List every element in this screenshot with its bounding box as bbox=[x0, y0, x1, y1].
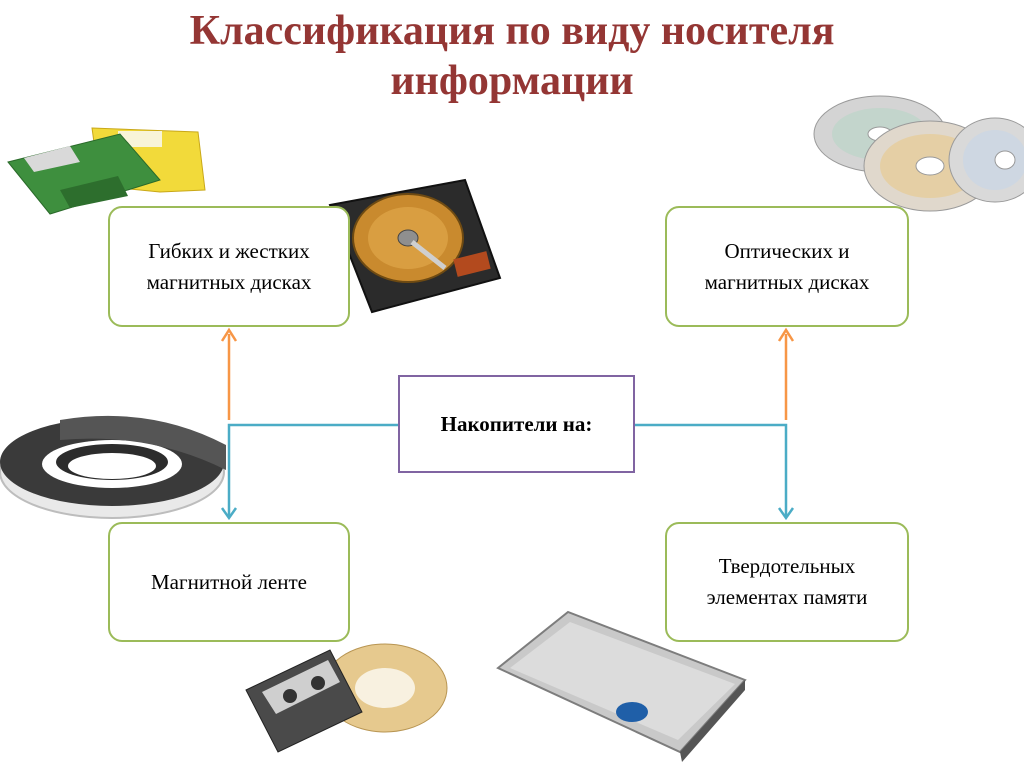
orange-connector-lines bbox=[220, 327, 795, 420]
node-solid-state: Твердотельных элементах памяти bbox=[665, 522, 909, 642]
blue-connector-lines bbox=[220, 423, 795, 521]
node-optical-disks-line-2: магнитных дисках bbox=[704, 269, 870, 294]
node-magnetic-tape: Магнитной ленте bbox=[108, 522, 350, 642]
node-magnetic-disks-line-1: Гибких и жестких bbox=[148, 238, 310, 263]
optical-disc-icon bbox=[813, 95, 1024, 212]
node-optical-disks-text: Оптических и магнитных дисках bbox=[705, 236, 870, 298]
center-box-label: Накопители на: bbox=[440, 411, 593, 436]
title-line-2: информации bbox=[390, 58, 634, 104]
arrow-down-right bbox=[777, 507, 795, 521]
node-optical-disks: Оптических и магнитных дисках bbox=[665, 206, 909, 327]
node-magnetic-disks: Гибких и жестких магнитных дисках bbox=[108, 206, 350, 327]
node-magnetic-disks-text: Гибких и жестких магнитных дисках bbox=[147, 236, 312, 298]
audio-cassette-icon bbox=[245, 643, 448, 753]
node-magnetic-disks-line-2: магнитных дисках bbox=[146, 269, 312, 294]
node-solid-state-text: Твердотельных элементах памяти bbox=[707, 551, 868, 613]
arrow-up-right bbox=[777, 327, 795, 342]
center-box-storage: Накопители на: bbox=[398, 375, 635, 473]
title-line-1: Классификация по виду носителя bbox=[189, 8, 835, 54]
magnetic-tape-icon bbox=[0, 415, 226, 519]
hard-drive-icon bbox=[328, 178, 502, 314]
node-solid-state-line-1: Твердотельных bbox=[718, 554, 856, 578]
solid-state-drive-icon bbox=[496, 610, 747, 762]
floppy-disk-icon bbox=[7, 127, 206, 215]
node-solid-state-line-2: элементах памяти bbox=[706, 585, 868, 609]
slide-title: Классификация по виду носителя информаци… bbox=[0, 6, 1024, 106]
node-magnetic-tape-line-1: Магнитной ленте bbox=[150, 569, 308, 594]
arrow-down-left bbox=[220, 507, 238, 521]
arrow-up-left bbox=[220, 327, 238, 342]
node-optical-disks-line-1: Оптических и bbox=[724, 238, 850, 263]
